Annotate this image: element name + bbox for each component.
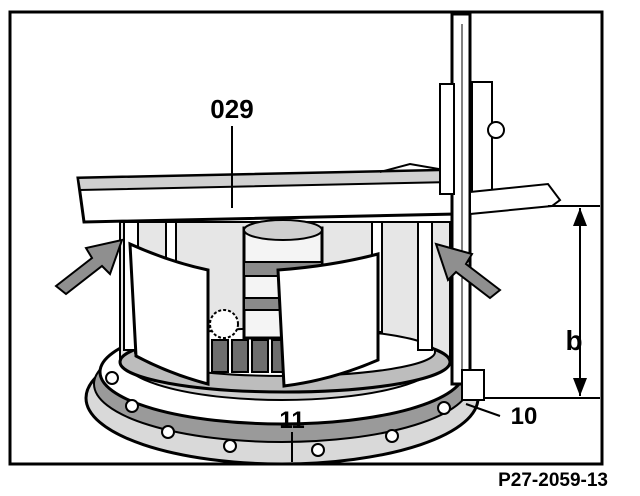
depth-gauge — [439, 12, 562, 401]
right-arrow — [434, 242, 502, 300]
label-10: 10 — [511, 403, 538, 430]
right-plate — [276, 252, 380, 388]
left-plate — [128, 241, 210, 386]
label-029: 029 — [210, 94, 253, 124]
label-11: 11 — [279, 407, 304, 434]
label-b: b — [565, 325, 582, 356]
leader-10 — [465, 403, 501, 417]
left-arrow — [54, 238, 124, 296]
tool-029-bar — [76, 162, 458, 224]
dimension-b — [484, 205, 600, 399]
figure-code: P27-2059-13 — [498, 470, 608, 491]
